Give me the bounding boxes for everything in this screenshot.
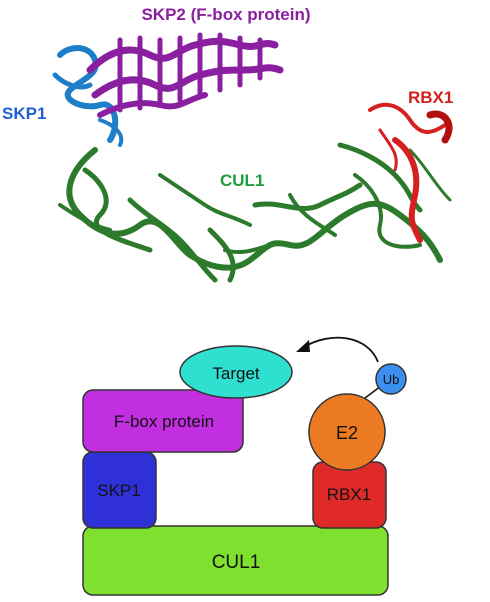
ub-circle	[375, 363, 407, 395]
ub-label: Ub	[383, 372, 400, 387]
e2-label: E2	[336, 423, 358, 443]
transfer-arrow	[301, 336, 379, 363]
transfer-arrowhead	[296, 340, 310, 352]
skp1-box-label: SKP1	[97, 481, 140, 500]
skp2-label: SKP2 (F-box protein)	[141, 5, 310, 24]
target-label: Target	[212, 364, 260, 383]
cul1-box	[82, 525, 389, 596]
rbx1-box-label: RBX1	[327, 485, 371, 504]
rbx1-structure	[368, 102, 453, 243]
skp2-structure	[86, 32, 284, 118]
fbox-box	[82, 389, 244, 453]
cul1-box-label: CUL1	[212, 552, 261, 573]
target-ellipse	[179, 345, 293, 399]
protein-structure: SKP2 (F-box protein) SKP1 CUL1 RBX1	[2, 5, 453, 283]
fbox-box-label: F-box protein	[114, 412, 214, 431]
e2-circle	[308, 393, 386, 471]
cul1-structure	[58, 142, 452, 283]
rbx1-label: RBX1	[408, 88, 453, 107]
skp1-label: SKP1	[2, 104, 46, 123]
cul1-label: CUL1	[220, 171, 264, 190]
complex-schematic: CUL1 SKP1 F-box protein Target RBX1 E2 U…	[82, 336, 407, 596]
skp1-structure	[52, 45, 124, 147]
